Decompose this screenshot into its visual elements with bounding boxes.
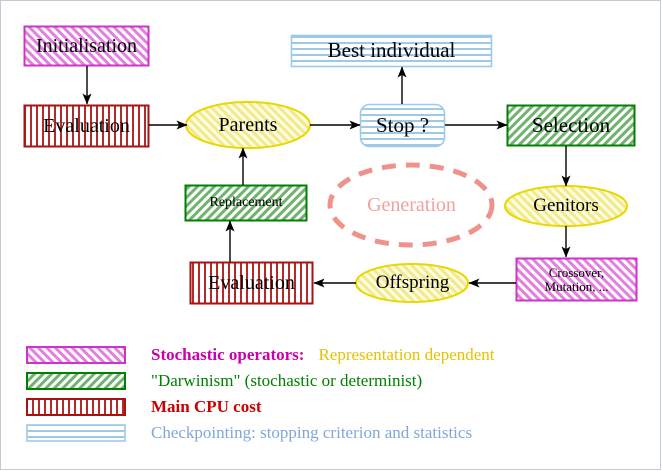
node-crossover-mutation[interactable]: Crossover, Mutation, ... (516, 258, 637, 301)
legend-row-stochastic: Stochastic operators: Representation dep… (26, 345, 495, 364)
node-replacement[interactable]: Replacement (185, 185, 307, 221)
legend-swatch-blue (26, 424, 126, 442)
legend-label-darwinism: "Darwinism" (stochastic or determinist) (151, 371, 423, 390)
legend-swatch-magenta (26, 346, 126, 364)
node-evaluation-bottom-label: Evaluation (208, 271, 295, 294)
node-stop[interactable]: Stop ? (360, 104, 445, 147)
node-stop-label: Stop ? (375, 113, 430, 138)
node-crossover-shape (515, 257, 638, 302)
node-parents[interactable]: Parents (186, 103, 310, 148)
node-selection[interactable]: Selection (507, 105, 635, 146)
legend-swatch-red (26, 398, 126, 416)
node-crossover-label-line2: Mutation, ... (544, 278, 609, 294)
node-replacement-shape (184, 184, 308, 222)
legend-label-representation: Representation dependent (318, 345, 495, 364)
node-replacement-label: Replacement (209, 194, 283, 210)
node-initialisation-shape (23, 25, 150, 67)
node-evaluation-bottom-shape (189, 261, 314, 305)
generation-loop-ellipse (327, 162, 495, 248)
node-crossover-label-line1: Crossover, (548, 264, 605, 280)
node-evaluation-top[interactable]: Evaluation (24, 105, 149, 147)
legend-label-cpu-cost: Main CPU cost (151, 397, 262, 416)
node-offspring-label: Offspring (375, 272, 450, 294)
node-offspring[interactable]: Offspring (356, 264, 469, 302)
node-initialisation-label: Initialisation (35, 34, 138, 57)
node-evaluation-top-label: Evaluation (43, 114, 130, 137)
generation-text: Generation (367, 193, 456, 216)
legend-row-darwinism: "Darwinism" (stochastic or determinist) (26, 371, 423, 390)
legend-swatch-green (26, 372, 126, 390)
node-stop-shape (359, 103, 446, 148)
generation-loop-label: Generation (330, 190, 493, 220)
legend-row-checkpointing: Checkpointing: stopping criterion and st… (26, 423, 473, 442)
node-selection-shape (506, 104, 636, 147)
node-best-individual[interactable]: Best individual (291, 34, 492, 67)
node-genitors-label: Genitors (533, 195, 599, 217)
node-initialisation[interactable]: Initialisation (24, 26, 149, 66)
node-best-individual-shape (290, 34, 493, 68)
node-selection-label: Selection (531, 113, 611, 138)
node-evaluation-top-shape (23, 104, 150, 148)
node-genitors[interactable]: Genitors (505, 186, 627, 226)
legend-label-stochastic: Stochastic operators: (151, 345, 305, 364)
node-parents-label: Parents (218, 114, 278, 136)
legend-row-cpu-cost: Main CPU cost (26, 397, 262, 416)
node-best-individual-label: Best individual (327, 38, 456, 63)
node-evaluation-bottom[interactable]: Evaluation (190, 262, 313, 304)
legend-label-checkpointing: Checkpointing: stopping criterion and st… (151, 423, 473, 442)
